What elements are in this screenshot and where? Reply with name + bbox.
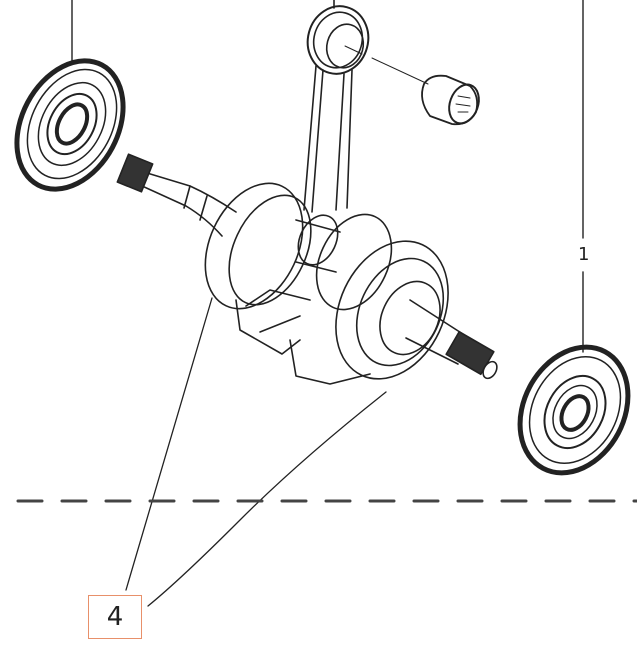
callout-4-leaders [125, 297, 387, 607]
connecting-rod [303, 0, 370, 213]
left-seal-ring [14, 58, 126, 192]
needle-bearing [371, 57, 480, 126]
callout-box-4[interactable]: 4 [88, 595, 142, 639]
callout-label-4: 4 [106, 602, 124, 632]
callout-label-1[interactable]: 1 [578, 244, 590, 265]
crankshaft [116, 153, 498, 385]
right-seal-ring [517, 344, 631, 476]
callout-1-leaders [71, 0, 584, 353]
